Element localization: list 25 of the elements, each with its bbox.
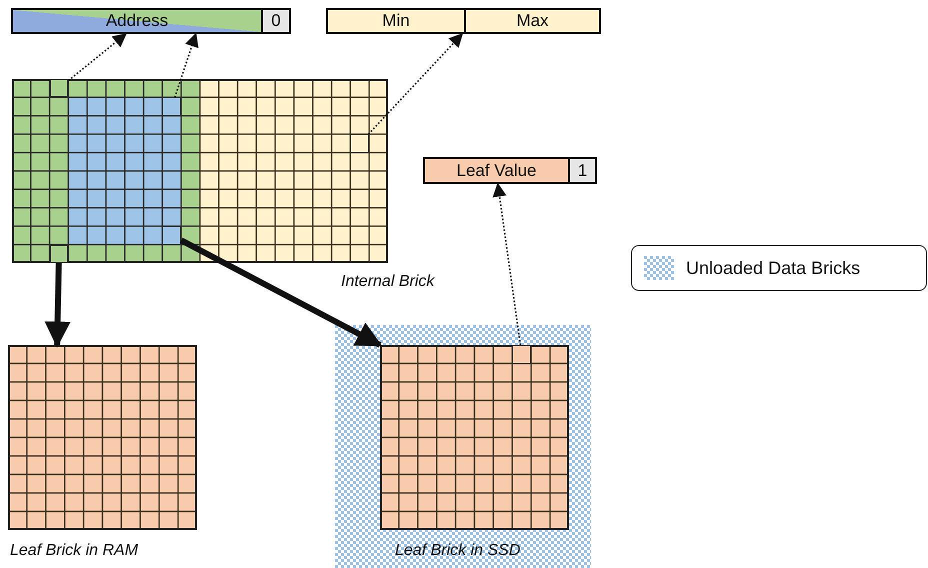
brick-caption: Leaf Brick in RAM [10,542,138,560]
field-label: Address [13,10,261,32]
arrow [174,32,198,98]
arrow [44,262,71,348]
field-label: Max [464,10,599,32]
arrow [368,32,464,135]
record-box [11,8,291,34]
field-value: 1 [568,159,595,182]
grid-cell [350,134,370,153]
brick-caption: Internal Brick [341,273,434,291]
record-box [423,157,597,184]
zone-caption: Leaf Brick in SSD [395,542,520,560]
field-label: Min [328,10,464,32]
field-label: Leaf Value [425,159,568,182]
arrow [492,182,522,346]
grid-cell [162,97,182,116]
arrow [68,33,127,82]
grid-cell [50,79,68,98]
record-box [326,8,601,34]
legend-label: Unloaded Data Bricks [686,258,860,278]
field-value: 0 [261,10,289,32]
grid-cell [50,244,68,263]
grid-cell [512,345,532,364]
arrow [180,238,382,348]
grid-cell [162,226,182,245]
